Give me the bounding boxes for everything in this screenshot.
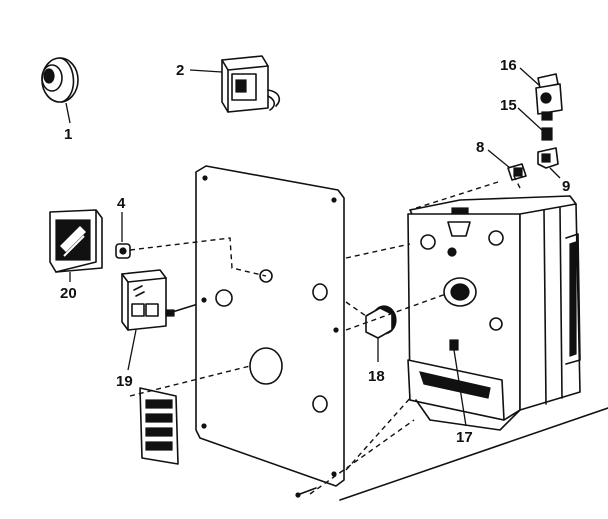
callout-1: 1 [64,126,72,143]
part-19-control [121,269,199,371]
part-2-switch [189,55,281,113]
callout-19: 19 [116,373,133,390]
alignment-lines [129,171,521,495]
callout-4: 4 [117,195,126,212]
part-18-plug [365,305,397,362]
callout-18: 18 [368,368,385,385]
callout-9: 9 [562,178,570,195]
part-4-fitting [115,212,131,259]
part-15-nipple [517,107,553,141]
part-9-elbow [537,147,561,179]
part-16-valve [519,67,563,121]
screw [295,487,317,498]
callout-15: 15 [500,97,517,114]
callout-2: 2 [176,62,184,79]
part-8-bushing [487,149,527,181]
callout-17: 17 [456,429,473,446]
callout-16: 16 [500,57,517,74]
part-17-drain [449,339,467,427]
callout-8: 8 [476,139,484,156]
floor-line [339,407,608,501]
vent-cover [139,387,179,465]
callout-20: 20 [60,285,77,302]
part-20-gauge [49,209,103,282]
boiler-block [407,195,581,431]
part-1-knob [41,57,79,124]
jacket-panel [195,165,345,487]
